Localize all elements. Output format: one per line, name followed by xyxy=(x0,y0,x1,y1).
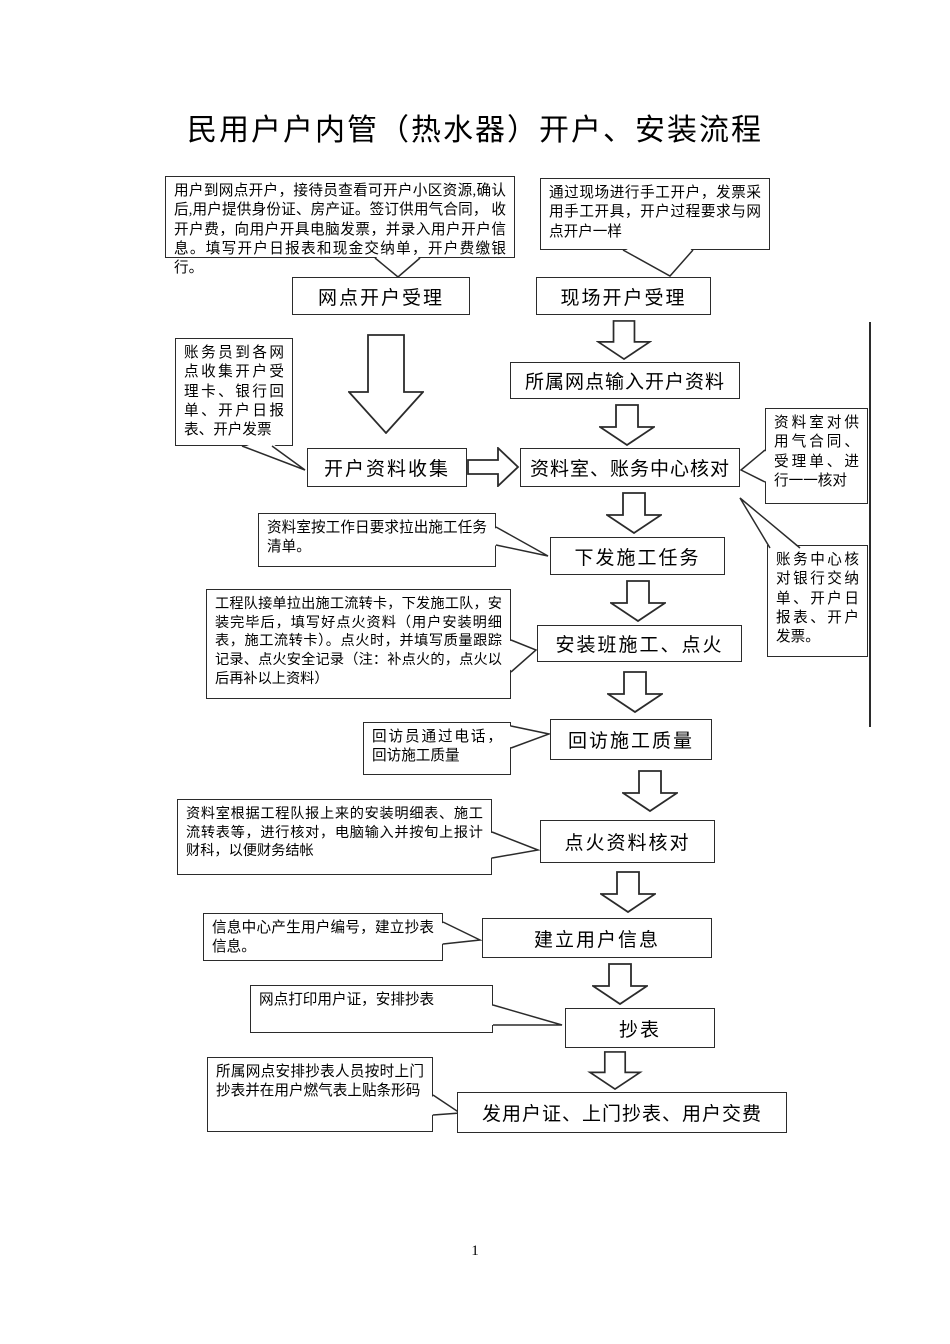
callout-site-open-note: 通过现场进行手工开户，发票采用手工开具，开户过程要求与网点开户一样 xyxy=(540,178,770,250)
callout-userinfo-note: 信息中心产生用户编号，建立抄表信息。 xyxy=(203,913,443,961)
callout-tail xyxy=(440,921,483,945)
callout-tail xyxy=(490,1004,563,1026)
flow-box-install: 安装班施工、点火 xyxy=(537,625,742,662)
flow-arrow-down-icon xyxy=(606,492,662,534)
callout-meter-note: 所属网点安排抄表人员按时上门抄表并在用户燃气表上贴条形码 xyxy=(207,1057,433,1132)
flow-box-ignition-check: 点火资料核对 xyxy=(540,820,715,863)
flow-box-verify: 资料室、账务中心核对 xyxy=(520,448,740,487)
callout-dataroom-verify-note: 资料室对供用气合同、受理单、进行一一核对 xyxy=(765,408,868,504)
callout-tail xyxy=(739,497,801,549)
callout-task-note: 资料室按工作日要求拉出施工任务清单。 xyxy=(258,513,496,567)
page-title: 民用户户内管（热水器）开户、安装流程 xyxy=(187,114,763,147)
flow-box-site-open: 现场开户受理 xyxy=(536,277,711,315)
flow-arrow-down-icon xyxy=(592,963,648,1005)
flow-box-input-data: 所属网点输入开户资料 xyxy=(510,362,740,399)
flow-box-revisit: 回访施工质量 xyxy=(550,719,712,760)
right-connector-line xyxy=(869,322,871,727)
callout-install-note: 工程队接单拉出施工流转卡，下发施工队，安装完毕后，填写好点火资料（用户安装明细表… xyxy=(206,589,511,699)
callout-branch-open-note: 用户到网点开户，接待员查看可开户小区资源,确认后,用户提供身份证、房产证。签订供… xyxy=(165,176,515,276)
flow-box-issue-task: 下发施工任务 xyxy=(550,537,725,575)
callout-print-note: 网点打印用户证，安排抄表 xyxy=(250,985,493,1033)
callout-collect-note: 账务员到各网点收集开户受理卡、银行回单、开户日报表、开户发票 xyxy=(175,338,293,446)
flow-arrow-down-icon xyxy=(622,770,678,812)
flow-box-collect-data: 开户资料收集 xyxy=(307,448,467,487)
callout-tail xyxy=(622,247,694,277)
flow-arrow-down-icon xyxy=(589,1051,641,1090)
callout-ignition-note: 资料室根据工程队报上来的安装明细表、施工流转表等，进行核对，电脑输入并按旬上报计… xyxy=(177,799,492,875)
page-number: 1 xyxy=(471,1243,479,1259)
callout-tail xyxy=(241,443,306,471)
callout-tail xyxy=(489,831,541,859)
flow-box-branch-open: 网点开户受理 xyxy=(292,277,470,315)
callout-tail xyxy=(493,526,549,557)
flow-box-meter-reading: 抄表 xyxy=(565,1008,715,1048)
callout-tail xyxy=(508,639,538,673)
callout-revisit-note: 回访员通过电话，回访施工质量 xyxy=(363,722,511,775)
callout-account-verify-note: 账务中心核对银行交纳单、开户日报表、开户发票。 xyxy=(767,545,868,657)
flow-arrow-down-icon xyxy=(607,671,663,713)
flow-arrow-right-icon xyxy=(467,447,519,487)
flow-box-issue-cert: 发用户证、上门抄表、用户交费 xyxy=(457,1092,787,1133)
flow-arrow-down-big-icon xyxy=(348,334,424,434)
flow-arrow-down-icon xyxy=(600,871,656,913)
flow-arrow-down-icon xyxy=(599,404,655,446)
flow-box-create-user: 建立用户信息 xyxy=(482,918,712,958)
flow-arrow-down-icon xyxy=(610,580,666,622)
callout-tail xyxy=(739,449,767,483)
callout-tail xyxy=(508,725,552,749)
flow-arrow-down-icon xyxy=(597,320,651,360)
